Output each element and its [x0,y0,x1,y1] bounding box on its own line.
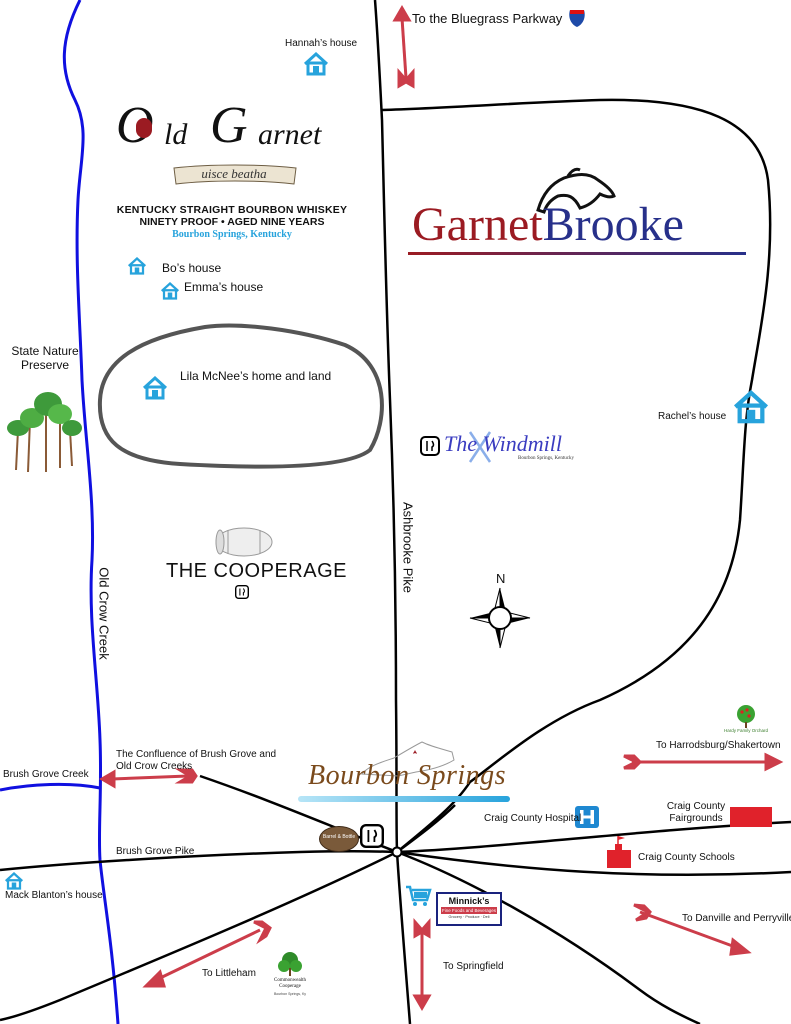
fork-knife-icon[interactable] [235,585,249,599]
brush-grove-creek-label: Brush Grove Creek [3,769,89,780]
arrow-littleham [142,920,272,988]
commonwealth-label: Commonwealth Cooperage [274,978,306,989]
house-icon[interactable] [160,282,180,300]
house-hannah-label: Hannah’s house [285,38,358,49]
dest-springfield-label: To Springfield [443,961,504,972]
commonwealth-tree-icon [278,952,302,976]
minnicks-sign[interactable]: Minnick’s Fine Foods and Beverages Groce… [436,892,502,926]
lila-land-boundary [97,323,384,469]
house-icon[interactable] [142,376,168,400]
fairgrounds-label: Craig County Fairgrounds [666,801,726,824]
bourbon-springs-name: Bourbon Springs [308,760,507,791]
barrel-bottle-sign[interactable]: Barrel & Bottle [319,826,359,852]
house-mack-label: Mack Blanton’s house [5,890,103,901]
arrow-bluegrass [392,5,415,89]
southwest-road [0,850,398,1022]
commonwealth-sub: Bourbon Springs, Ky [273,992,307,996]
compass-north-label: N [496,571,506,586]
garnetbrooke-logo: GarnetBrooke [408,166,748,266]
minnicks-sub2: Grocery · Produce · Deli [448,915,490,919]
dest-danville-label: To Danville and Perryville [682,913,791,924]
orchard-label: Hardy Family Orchard [724,728,769,733]
old-garnet-banner [173,164,297,185]
windmill-sub: Bourbon Springs, Kentucky [518,456,574,461]
shopping-cart-icon[interactable] [404,884,432,908]
minnicks-name: Minnick’s [448,896,490,906]
old-garnet-logo: O ld G arnet uisce beatha KENTUCKY STRAI… [112,97,352,250]
garnet-seal-icon [136,118,152,138]
arrow-confluence [99,768,198,789]
old-garnet-line2: NINETY PROOF • AGED NINE YEARS [139,216,325,228]
east-road [396,850,791,877]
house-emma-label: Emma’s house [184,280,264,294]
house-lila-label: Lila McNee’s home and land [180,369,332,383]
barrel-bottle-text: Barrel & Bottle [322,834,356,840]
house-icon[interactable] [732,390,770,424]
fairgrounds-block [730,807,772,827]
old-garnet-line3: Bourbon Springs, Kentucky [172,229,292,240]
old-crow-creek-line [62,0,120,1024]
hospital-icon[interactable] [575,806,599,828]
barrel-icon [215,527,273,557]
dest-littleham-label: To Littleham [202,968,256,979]
fork-knife-icon[interactable] [420,436,440,456]
old-garnet-arnet: arnet [258,118,322,151]
compass-rose-icon [469,587,531,649]
house-icon[interactable] [4,872,24,890]
southeast-road [396,850,701,1024]
south-road [395,851,412,1024]
house-icon[interactable] [127,257,147,275]
bourbon-springs-logo: Bourbon Springs [298,740,512,810]
garnetbrooke-part2: Brooke [542,198,684,251]
brush-grove-pike-label: Brush Grove Pike [116,846,195,857]
hospital-label: Craig County Hospital [484,813,582,824]
ashbrooke-pike-road [373,0,399,853]
horse-head-icon [536,167,616,214]
cooperage-label: THE COOPERAGE [166,560,347,582]
old-garnet-line1: KENTUCKY STRAIGHT BOURBON WHISKEY [116,204,348,216]
house-bo-label: Bo’s house [162,261,222,275]
main-intersection [391,846,403,858]
windmill-blades-icon [468,431,492,463]
brush-grove-pike-road [0,820,791,872]
old-garnet-cap-g: G [210,97,248,154]
arrow-harrodsburg [623,752,784,772]
schools-label: Craig County Schools [638,852,735,863]
windmill-name: The Windmill [444,431,562,456]
garnetbrooke-underline [408,252,746,255]
old-crow-creek-label: Old Crow Creek [96,567,112,660]
dest-bluegrass-label: To the Bluegrass Parkway [412,11,563,26]
old-garnet-ld: ld [164,118,188,151]
brush-grove-creek-line [0,782,101,792]
garnetbrooke-part1: Garnet [412,198,543,251]
bourbon-springs-water [298,796,510,802]
school-icon [607,836,631,868]
house-icon[interactable] [303,52,329,76]
kentucky-outline-icon [361,741,455,777]
interstate-shield-icon [569,10,585,27]
old-garnet-banner-text: uisce beatha [201,166,267,181]
arrow-springfield [412,918,432,1011]
loop-road-north [381,98,772,784]
fork-knife-icon[interactable] [360,824,384,848]
ashbrooke-pike-label: Ashbrooke Pike [400,501,416,594]
house-rachel-label: Rachel’s house [658,411,727,422]
windmill-logo: The Windmill Bourbon Springs, Kentucky [444,430,594,464]
tree-icon [7,392,82,473]
arrow-danville [633,903,752,956]
dest-harrodsburg-label: To Harrodsburg/Shakertown [656,740,781,751]
confluence-label: The Confluence of Brush Grove and Old Cr… [116,749,277,772]
orchard-tree-icon [737,705,755,728]
minnicks-sub: Fine Foods and Beverages [441,907,497,914]
nature-preserve-label: State Nature Preserve [11,344,79,372]
north-connector-road [396,804,456,854]
